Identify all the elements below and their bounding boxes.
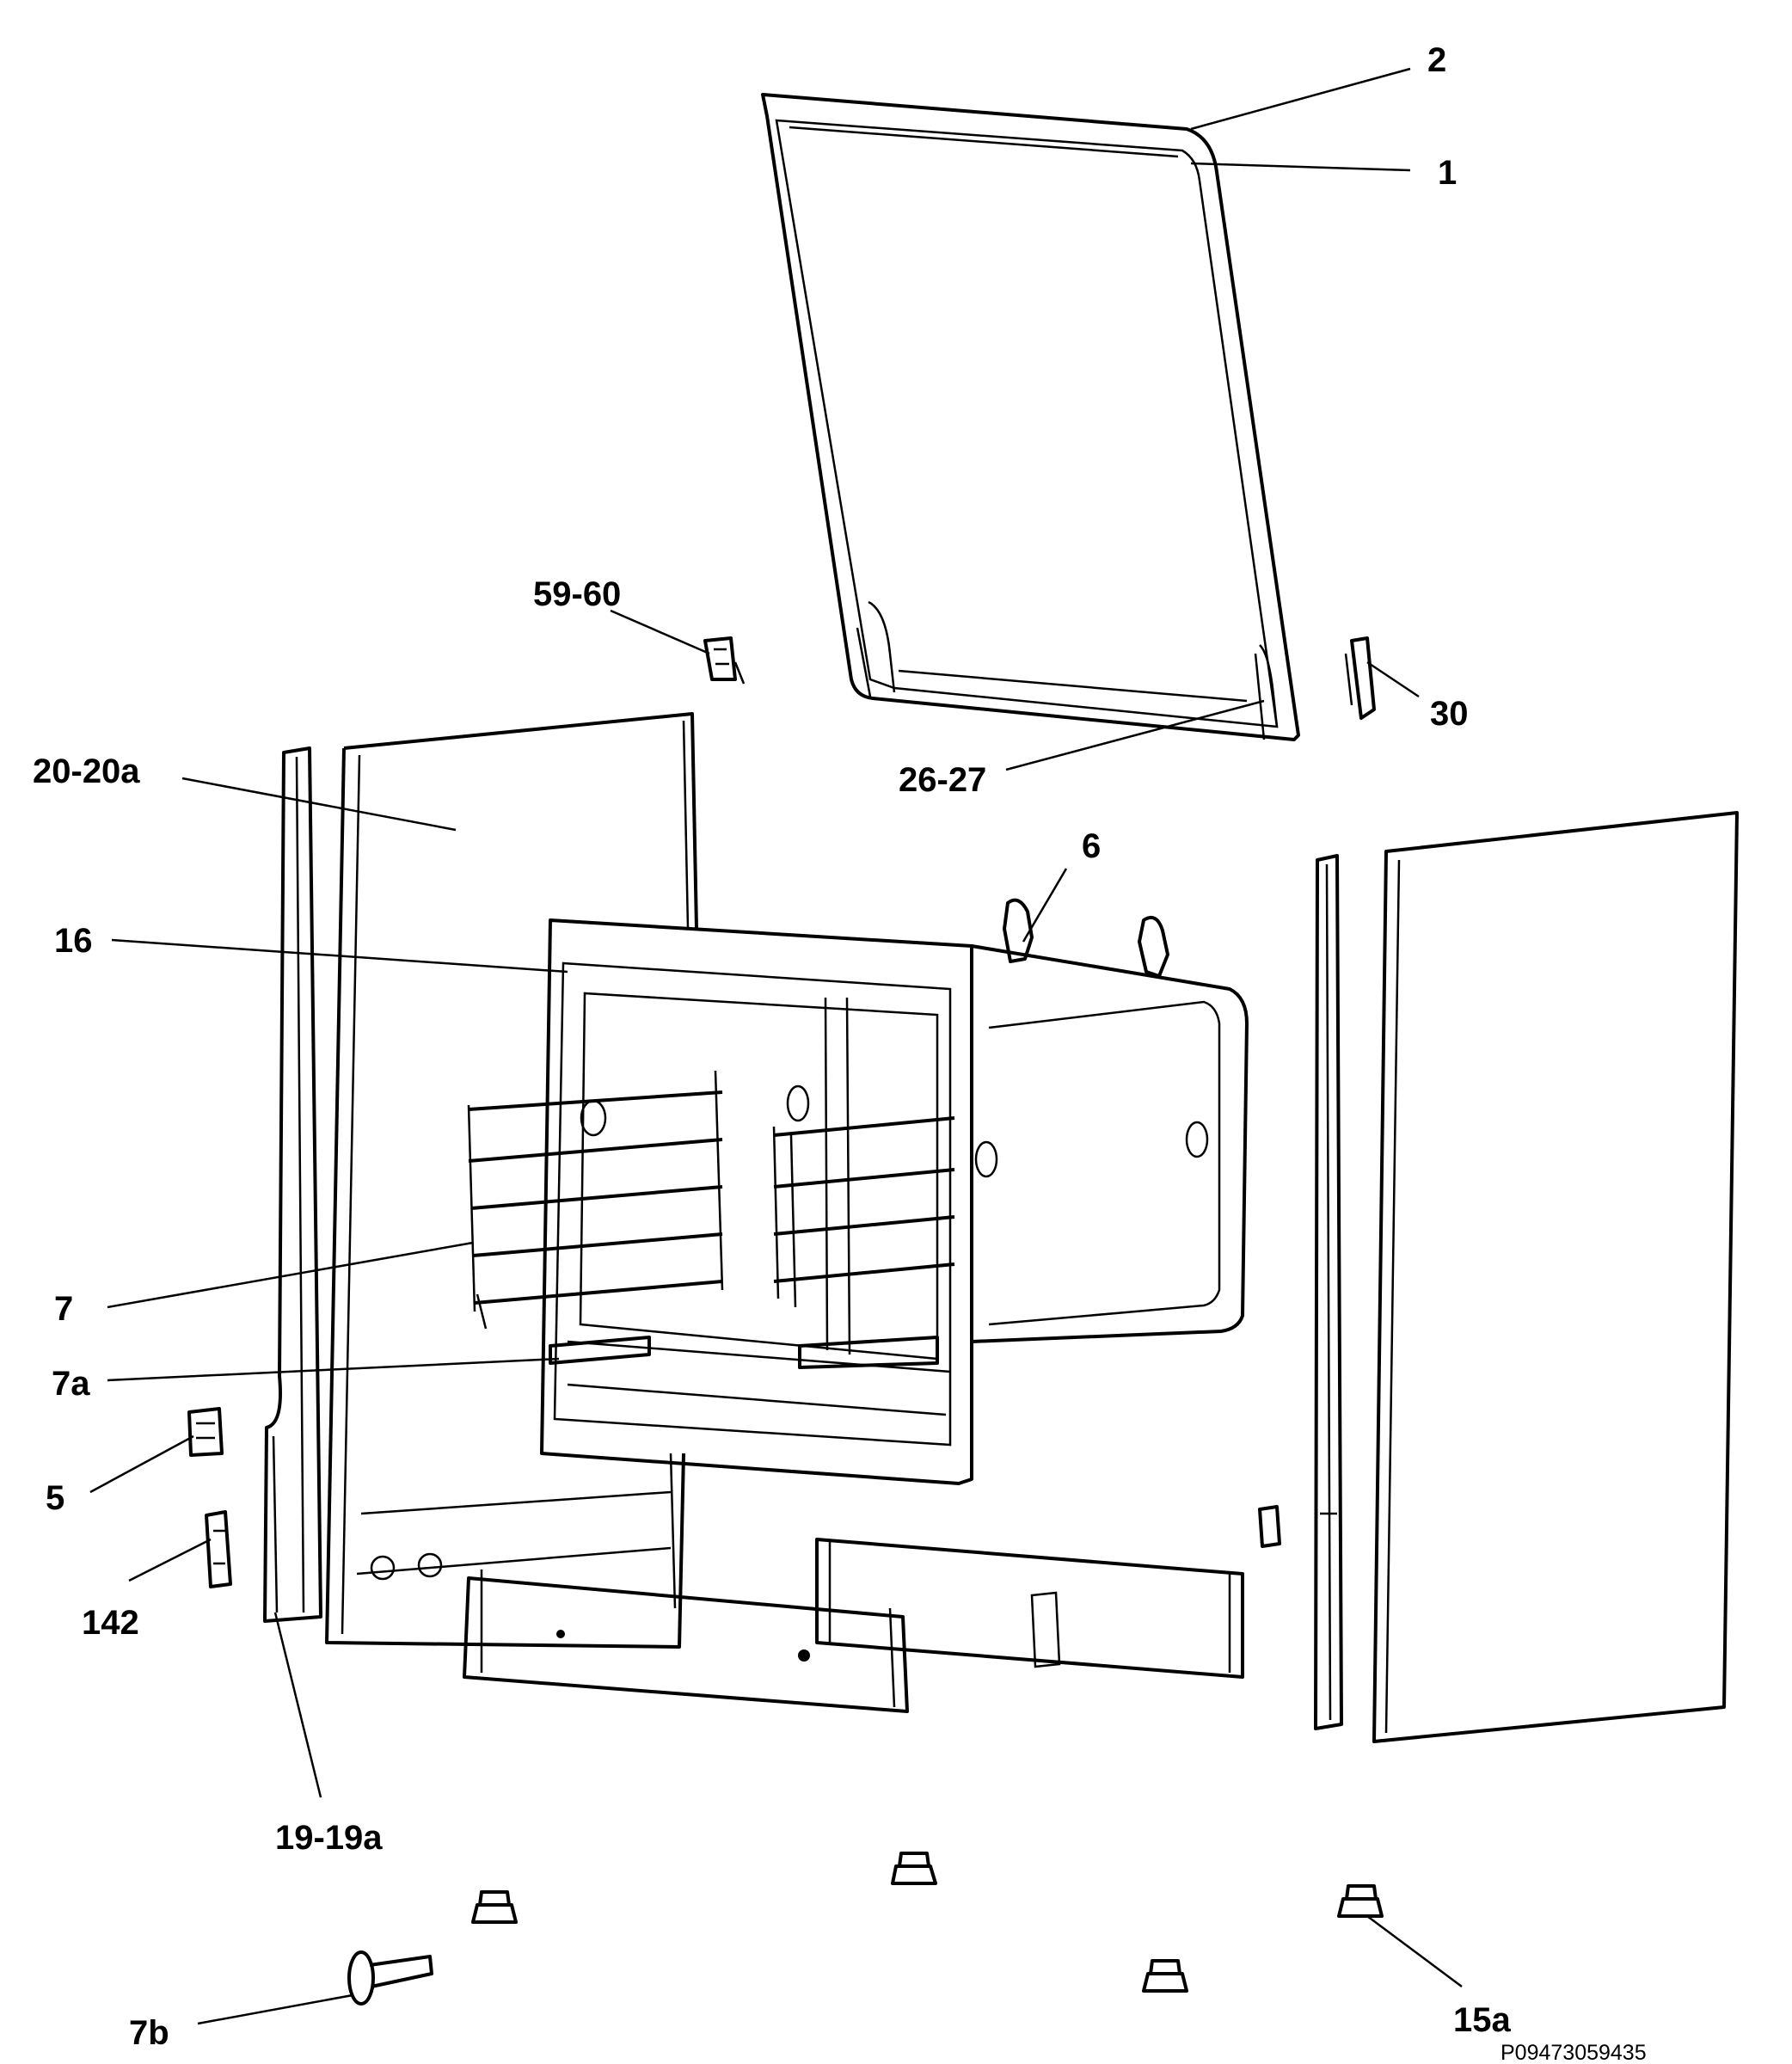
bracket-part-5 (187, 1407, 224, 1457)
shaft-part-7b (347, 1950, 433, 2006)
footer-part-code: P09473059435 (1500, 2041, 1647, 2064)
bottom-rear-panel-part (815, 1538, 1244, 1679)
callout-6: 6 (1082, 827, 1101, 865)
callout-7a: 7a (52, 1365, 90, 1403)
hook-part-6 (1003, 898, 1169, 978)
callout-16: 16 (54, 922, 93, 960)
callout-26-27: 26-27 (899, 761, 986, 799)
callout-2: 2 (1427, 41, 1446, 79)
foot-part-4 (1337, 1884, 1384, 1918)
oven-rack-right-part (772, 1116, 955, 1308)
callout-5: 5 (46, 1479, 64, 1517)
callout-30: 30 (1430, 695, 1469, 733)
callout-15a: 15a (1453, 2001, 1511, 2039)
leader-lines (89, 67, 1463, 2025)
left-rail-part (263, 746, 322, 1623)
callout-19-19a: 19-19a (275, 1819, 383, 1857)
callout-59-60: 59-60 (533, 575, 621, 613)
callout-7b: 7b (129, 2014, 169, 2052)
foot-part-2 (891, 1852, 937, 1885)
right-side-panel-part (1372, 811, 1739, 1743)
oven-rack-left-part (467, 1070, 724, 1330)
lid-frame-part (761, 93, 1300, 741)
bottom-front-panel-part (463, 1570, 909, 1713)
hinge-part-30 (1344, 636, 1376, 720)
bracket-part-142 (205, 1510, 232, 1588)
right-rail-part (1314, 854, 1343, 1730)
foot-part-1 (471, 1890, 518, 1924)
small-stud-part (1258, 1505, 1281, 1548)
clip-part-59-60 (703, 636, 746, 685)
foot-part-3 (1142, 1959, 1188, 1993)
left-side-panel-part (325, 712, 698, 1649)
callout-20-20a: 20-20a (33, 752, 140, 790)
callout-142: 142 (82, 1604, 139, 1642)
rack-rail-part-7a (549, 1336, 939, 1369)
callout-1: 1 (1438, 154, 1457, 192)
callout-7: 7 (54, 1290, 73, 1328)
oven-cavity-part (540, 918, 1249, 1485)
